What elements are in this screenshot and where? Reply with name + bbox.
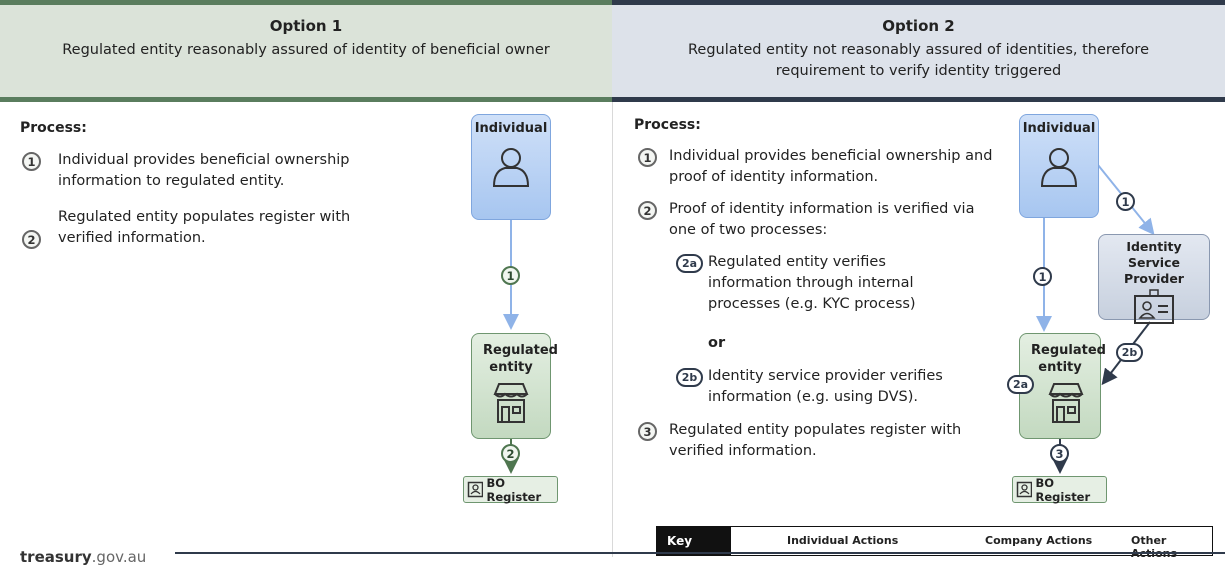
arrow-label-2b: 2b — [1116, 343, 1143, 362]
option2-header: Option 2 Regulated entity not reasonably… — [612, 0, 1225, 102]
person-icon — [492, 148, 530, 187]
option1-step2-text: Regulated entity populates register with… — [58, 209, 351, 246]
individual-node-o1: Individual — [471, 114, 551, 220]
regulated-label-o2: Regulated entity — [1031, 343, 1106, 375]
option2-step3-text: Regulated entity populates register with… — [669, 422, 962, 459]
shop-icon — [1048, 383, 1084, 423]
arrow-label-2-o1: 2 — [501, 444, 520, 463]
option2-subtitle: Regulated entity not reasonably assured … — [687, 42, 1149, 79]
arrow-label-2a: 2a — [1007, 375, 1034, 394]
bo-register-label-o2: BO Register — [1035, 475, 1091, 504]
step-number-1: 1 — [638, 148, 657, 167]
option1-step1-text: Individual provides beneficial ownership… — [58, 152, 350, 189]
arrow-label-1-o2: 1 — [1033, 267, 1052, 286]
arrow-label-1-isp: 1 — [1116, 192, 1135, 211]
bo-register-o2: BO Register — [1012, 475, 1107, 504]
step-number-2a: 2a — [676, 254, 703, 273]
register-icon — [467, 481, 483, 498]
option2-step2a-text: Regulated entity verifies information th… — [708, 254, 916, 312]
option2-step2b-text: Identity service provider verifies infor… — [708, 368, 943, 405]
step-number-2: 2 — [638, 201, 657, 220]
arrow-label-1-o1: 1 — [501, 266, 520, 285]
step-number-2: 2 — [22, 230, 41, 249]
key-item-individual: Individual Actions — [787, 534, 899, 547]
step-number-1: 1 — [22, 152, 41, 171]
regulated-label-o1: Regulated entity — [483, 343, 558, 375]
footer-rule — [175, 552, 1225, 554]
logo-bold: treasury — [20, 548, 92, 566]
option2-title: Option 2 — [882, 17, 955, 35]
option1-title: Option 1 — [269, 17, 343, 35]
option1-header: Option 1 Regulated entity reasonably ass… — [0, 0, 612, 102]
individual-label-o2: Individual — [1022, 121, 1096, 136]
option2-step1-text: Individual provides beneficial ownership… — [669, 148, 993, 185]
register-icon — [1016, 481, 1032, 498]
option1-process-title: Process: — [20, 120, 87, 136]
identity-service-provider-node: Identity Service Provider — [1098, 234, 1210, 324]
step-number-3: 3 — [638, 422, 657, 441]
column-divider — [612, 102, 613, 557]
treasury-logo: treasury.gov.au — [20, 548, 146, 566]
person-icon — [1040, 148, 1078, 187]
option1-subtitle: Regulated entity reasonably assured of i… — [62, 42, 550, 58]
individual-label-o1: Individual — [474, 121, 548, 136]
individual-node-o2: Individual — [1019, 114, 1099, 218]
regulated-entity-node-o1: Regulated entity — [471, 333, 558, 439]
option2-or-text: or — [708, 335, 726, 351]
step-number-2b: 2b — [676, 368, 703, 387]
logo-rest: .gov.au — [91, 548, 147, 566]
option2-process-title: Process: — [634, 117, 701, 133]
bo-register-o1: BO Register — [463, 475, 558, 504]
id-card-icon — [1134, 289, 1174, 324]
option2-step2-text: Proof of identity information is verifie… — [669, 201, 975, 238]
arrow-label-3: 3 — [1050, 444, 1069, 463]
key-item-company: Company Actions — [985, 534, 1093, 547]
bo-register-label-o1: BO Register — [486, 475, 542, 504]
key-item-other: Other Actions — [1131, 534, 1177, 560]
isp-label: Identity Service Provider — [1124, 239, 1184, 286]
key-label: Key — [657, 527, 731, 555]
shop-icon — [493, 383, 529, 423]
